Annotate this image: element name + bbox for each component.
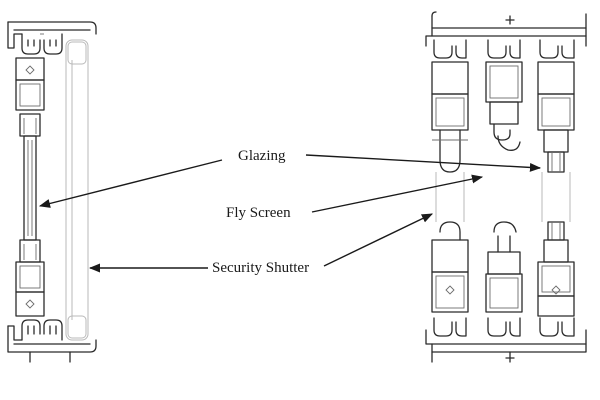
right-top-profile-right (537, 39, 575, 173)
security-shutter-label: Security Shutter (212, 260, 309, 276)
left-bottom-frame (7, 319, 97, 363)
right-bottom-profile-middle (485, 221, 523, 337)
security-shutter-arrow-right (323, 213, 434, 267)
left-top-sash (15, 57, 45, 137)
glazing-arrow-left (38, 159, 223, 208)
left-frame-section (7, 21, 97, 363)
left-glazing-panel (23, 135, 37, 241)
right-frame-section (425, 11, 587, 363)
right-top-profile-left (431, 39, 469, 173)
security-shutter-arrows (88, 213, 434, 273)
fly-screen-arrow (311, 174, 484, 213)
fly-screen-label: Fly Screen (226, 205, 291, 221)
right-top-profile-middle (485, 39, 523, 151)
left-bottom-sash (15, 239, 45, 317)
right-glazing-unit (435, 172, 571, 222)
left-top-frame (7, 21, 97, 55)
glazing-label: Glazing (238, 148, 286, 164)
right-bottom-rail (425, 329, 587, 363)
left-security-shutter (65, 39, 89, 341)
right-top-rail (425, 11, 587, 47)
right-bottom-profile-right (537, 221, 575, 337)
glazing-arrow-right (305, 154, 542, 172)
glazing-arrows (38, 154, 542, 208)
right-bottom-profile-left (431, 221, 469, 337)
